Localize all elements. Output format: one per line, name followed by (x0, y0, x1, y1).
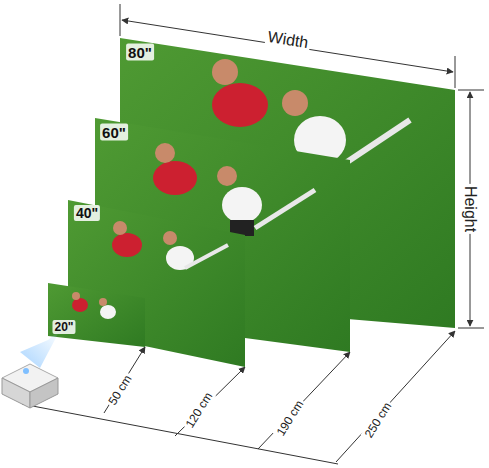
screen-size-label: 40" (74, 205, 100, 221)
distance-label: 250 cm (361, 398, 396, 442)
screen-size-label: 20" (52, 320, 75, 334)
screen-40 (68, 200, 245, 367)
height-dimension (458, 90, 484, 328)
screen-20 (48, 283, 145, 347)
distance-label: 190 cm (273, 396, 308, 440)
screen-size-label: 80" (126, 44, 154, 61)
projector (2, 330, 60, 408)
distance-label: 120 cm (182, 388, 217, 432)
distance-label: 50 cm (104, 371, 135, 410)
width-dimension (120, 4, 455, 88)
dimension-label: Width (264, 28, 311, 53)
screen-size-label: 60" (100, 124, 128, 141)
dimension-label: Height (461, 184, 479, 234)
